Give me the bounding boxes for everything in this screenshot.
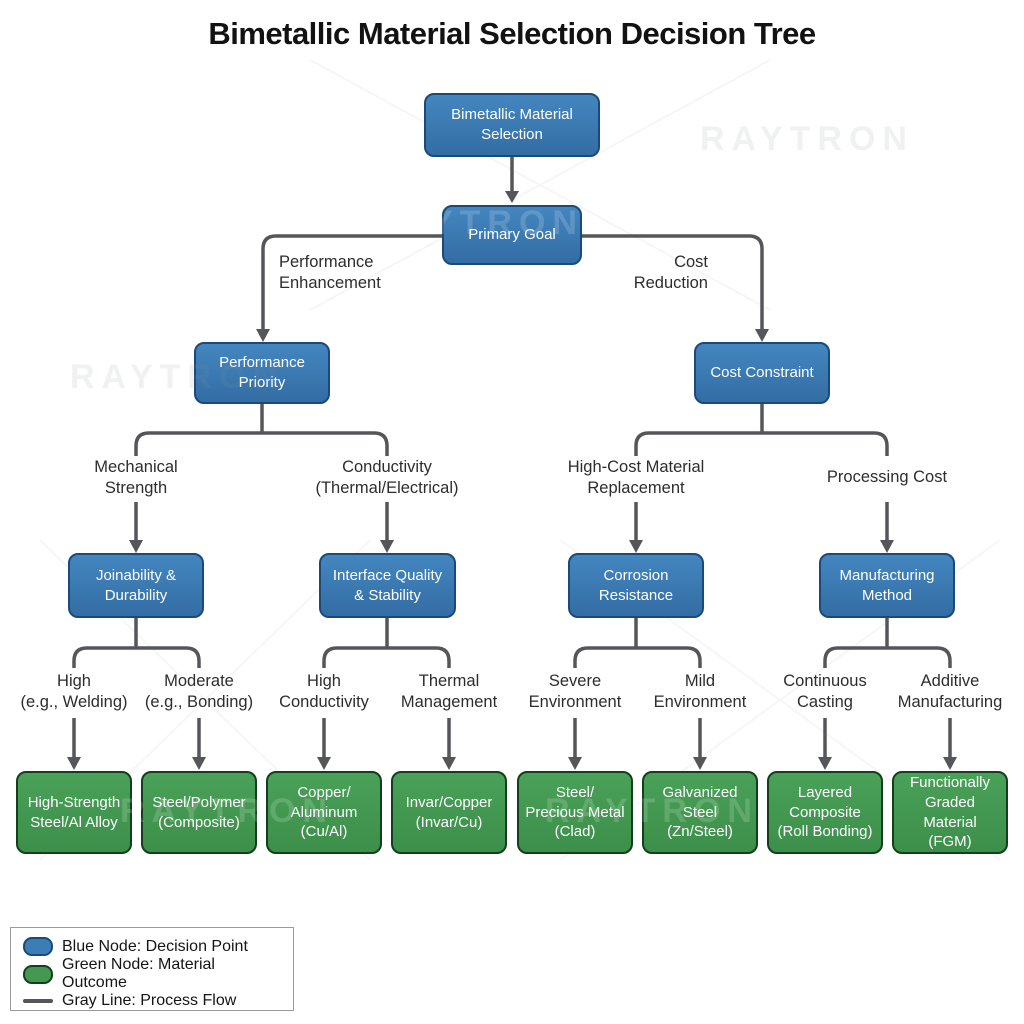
node-manufacturing-method: Manufacturing Method — [819, 553, 955, 618]
edge-label-cost-reduction: Cost Reduction — [633, 252, 708, 292]
node-performance-priority: Performance Priority — [194, 342, 330, 404]
edge-label-mild-environment: Mild Environment — [653, 671, 747, 711]
legend-row-blue-node: Blue Node: Decision Point — [23, 937, 281, 956]
edge-label-conductivity: Conductivity (Thermal/Electrical) — [315, 457, 459, 497]
legend-row-green-node: Green Node: Material Outcome — [23, 956, 281, 992]
node-outcome-high-strength-steel-al: High-Strength Steel/Al Alloy — [16, 771, 132, 854]
node-cost-constraint: Cost Constraint — [694, 342, 830, 404]
node-outcome-steel-precious-metal: Steel/ Precious Metal (Clad) — [517, 771, 633, 854]
node-bimetallic-material-selection: Bimetallic Material Selection — [424, 93, 600, 157]
arrowheads — [67, 191, 957, 770]
node-outcome-invar-copper: Invar/Copper (Invar/Cu) — [391, 771, 507, 854]
edge-label-processing-cost: Processing Cost — [826, 468, 948, 487]
node-interface-quality-stability: Interface Quality & Stability — [319, 553, 456, 618]
green-node-swatch-icon — [23, 964, 53, 984]
node-outcome-steel-polymer: Steel/Polymer (Composite) — [141, 771, 257, 854]
edge-label-severe-environment: Severe Environment — [528, 671, 622, 711]
process-flow-lines — [72, 157, 952, 758]
node-joinability-durability: Joinability & Durability — [68, 553, 204, 618]
legend: Blue Node: Decision Point Green Node: Ma… — [10, 927, 294, 1011]
edge-label-performance-enhancement: Performance Enhancement — [279, 252, 381, 292]
node-primary-goal: Primary Goal — [442, 205, 582, 265]
edge-label-additive-manufacturing: Additive Manufacturing — [897, 671, 1003, 711]
edge-label-high-cost-material-replacement: High-Cost Material Replacement — [567, 457, 705, 497]
edge-label-high-conductivity: High Conductivity — [279, 671, 369, 711]
edge-label-mechanical-strength: Mechanical Strength — [94, 457, 178, 497]
legend-label-green: Green Node: Material Outcome — [62, 956, 215, 991]
edge-label-moderate-bonding: Moderate (e.g., Bonding) — [144, 671, 254, 711]
edge-label-continuous-casting: Continuous Casting — [783, 671, 867, 711]
node-corrosion-resistance: Corrosion Resistance — [568, 553, 704, 618]
diagram-title: Bimetallic Material Selection Decision T… — [208, 16, 816, 51]
legend-label-gray: Gray Line: Process Flow — [62, 992, 237, 1009]
edge-label-thermal-management: Thermal Management — [400, 671, 498, 711]
legend-label-blue: Blue Node: Decision Point — [62, 937, 248, 955]
gray-line-swatch-icon — [23, 999, 53, 1003]
node-outcome-layered-composite: Layered Composite (Roll Bonding) — [767, 771, 883, 854]
node-outcome-galvanized-steel: Galvanized Steel (Zn/Steel) — [642, 771, 758, 854]
node-outcome-copper-aluminum: Copper/ Aluminum (Cu/Al) — [266, 771, 382, 854]
node-outcome-functionally-graded: Functionally Graded Material (FGM) — [892, 771, 1008, 854]
blue-node-swatch-icon — [23, 937, 53, 956]
legend-row-gray-line: Gray Line: Process Flow — [23, 992, 281, 1010]
edge-label-high-welding: High (e.g., Welding) — [20, 671, 128, 711]
